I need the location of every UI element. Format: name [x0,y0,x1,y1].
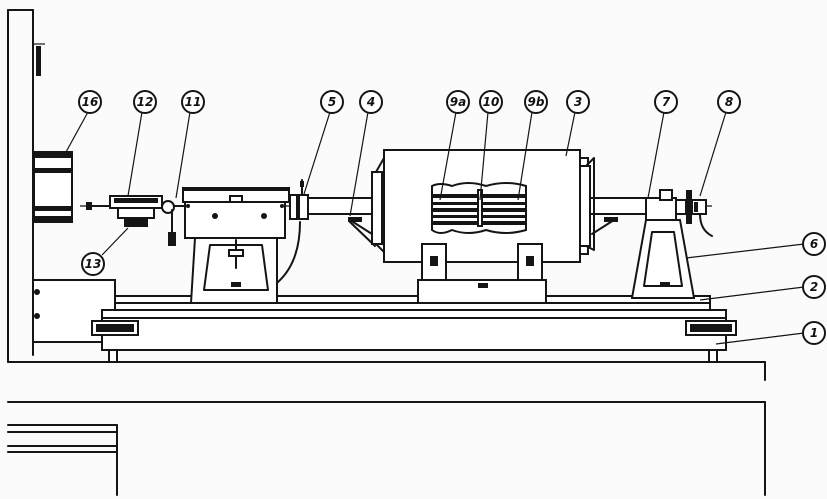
callout-2: 2 [802,275,826,299]
callout-16: 16 [78,90,102,114]
right-end-support [579,157,618,251]
callout-2-label: 2 [810,280,818,294]
right-shaft [585,197,651,215]
callout-6-label: 6 [810,237,818,251]
callout-5: 5 [320,90,344,114]
callout-8-label: 8 [725,95,733,109]
left-carriage [182,187,301,304]
callout-12-label: 12 [137,95,154,109]
part-5-coupling [289,179,309,220]
callout-9b-label: 9b [528,95,545,109]
drive-mechanism [86,195,186,246]
callout-10-label: 10 [483,95,500,109]
callout-8: 8 [717,90,741,114]
callout-4-label: 4 [366,95,375,109]
callout-5-label: 5 [328,95,336,109]
callout-11-label: 11 [185,95,202,109]
callout-1: 1 [802,321,826,345]
callout-10: 10 [479,90,503,114]
part-16-cylinder [33,151,73,223]
callout-7-label: 7 [662,95,671,109]
callouts: 16 12 11 5 4 9a 10 9b [78,90,826,345]
callout-13: 13 [81,252,105,276]
callout-4: 4 [359,90,383,114]
part-7-right-carriage [630,189,696,299]
cylinder-stand [417,243,547,304]
callout-9a: 9a [446,90,470,114]
callout-9b: 9b [524,90,548,114]
part-8-end-knob [675,190,713,237]
callout-11: 11 [181,90,205,114]
callout-13-label: 13 [85,257,102,271]
callout-3: 3 [566,90,590,114]
callout-3-label: 3 [574,95,582,109]
part-10-coil-window [431,182,527,234]
callout-16-label: 16 [82,95,99,109]
callout-6: 6 [802,232,826,256]
table-cabinet [7,354,766,496]
callout-12: 12 [133,90,157,114]
left-shaft [307,197,373,215]
callout-7: 7 [654,90,678,114]
bench-base [91,295,737,363]
leader-lines [65,111,805,345]
callout-1-label: 1 [810,326,818,340]
callout-9a-label: 9a [450,95,466,109]
